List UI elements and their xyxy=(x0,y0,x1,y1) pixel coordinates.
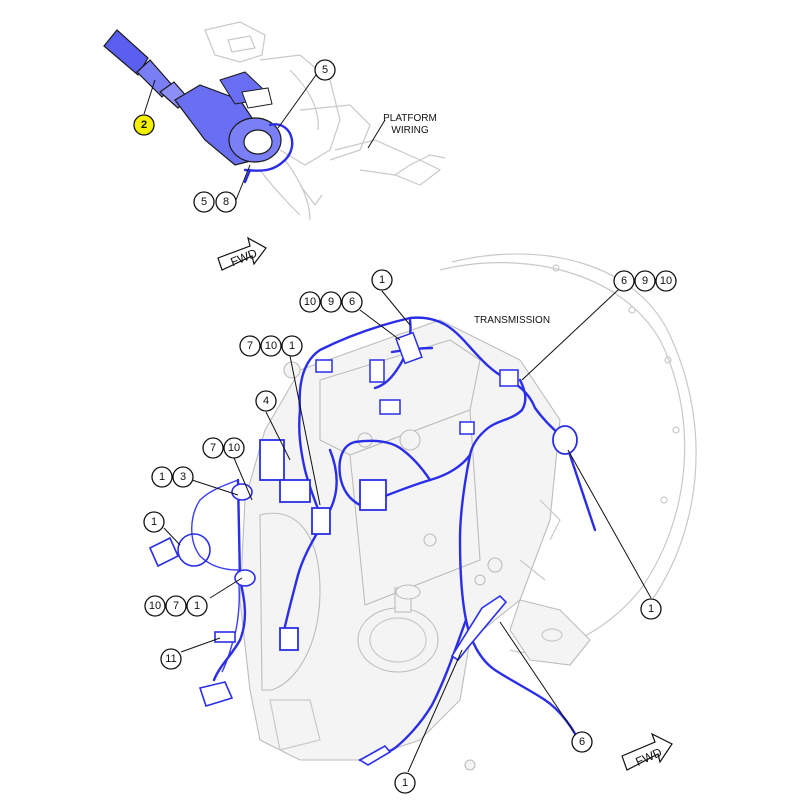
svg-text:PLATFORM: PLATFORM xyxy=(383,113,437,124)
svg-text:1: 1 xyxy=(159,471,165,483)
svg-text:9: 9 xyxy=(328,296,334,308)
svg-text:1: 1 xyxy=(194,600,200,612)
svg-text:6: 6 xyxy=(349,296,355,308)
svg-text:10: 10 xyxy=(660,275,672,287)
svg-text:11: 11 xyxy=(165,653,176,665)
svg-text:1: 1 xyxy=(402,777,408,789)
callout-10-7-1-group[interactable]: 10 7 1 xyxy=(144,577,243,617)
svg-text:6: 6 xyxy=(621,275,627,287)
svg-text:4: 4 xyxy=(263,395,269,407)
callout-1-top-transmission[interactable]: 1 xyxy=(371,269,411,326)
harness-connectors xyxy=(148,331,578,766)
svg-text:3: 3 xyxy=(180,471,186,483)
callout-2[interactable]: 2 xyxy=(133,79,156,136)
svg-text:10: 10 xyxy=(149,600,161,612)
svg-text:7: 7 xyxy=(210,442,216,454)
svg-text:7: 7 xyxy=(173,600,179,612)
callout-7-10-group[interactable]: 7 10 xyxy=(202,437,253,501)
callout-7-10-1-group[interactable]: 7 10 1 xyxy=(239,335,321,506)
fwd-arrow-top: FWD xyxy=(217,236,267,271)
callout-5-8-group[interactable]: 5 8 xyxy=(193,164,251,213)
svg-text:FWD: FWD xyxy=(228,246,259,269)
callout-11[interactable]: 11 xyxy=(160,637,221,670)
transmission-label: TRANSMISSION xyxy=(474,315,550,326)
svg-text:TRANSMISSION: TRANSMISSION xyxy=(474,315,550,326)
svg-text:10: 10 xyxy=(265,340,277,352)
transmission-body-ghost xyxy=(239,319,591,771)
callout-1-bottom[interactable]: 1 xyxy=(394,649,463,794)
svg-text:2: 2 xyxy=(141,119,147,131)
svg-text:6: 6 xyxy=(579,736,585,748)
svg-text:8: 8 xyxy=(223,196,229,208)
callout-1-left[interactable]: 1 xyxy=(143,511,181,546)
callout-5-top[interactable]: 5 xyxy=(277,59,336,129)
svg-text:1: 1 xyxy=(289,340,295,352)
callout-4[interactable]: 4 xyxy=(255,390,291,461)
fwd-arrow-bottom: FWD xyxy=(621,732,673,771)
svg-text:9: 9 xyxy=(642,275,648,287)
svg-text:1: 1 xyxy=(379,274,385,286)
svg-text:5: 5 xyxy=(201,196,207,208)
svg-text:10: 10 xyxy=(304,296,316,308)
top-assembly-ghost xyxy=(204,21,446,221)
svg-text:WIRING: WIRING xyxy=(391,125,428,136)
control-lever xyxy=(103,29,294,184)
callout-1-3-group[interactable]: 1 3 xyxy=(151,466,239,496)
callout-6-9-10-group[interactable]: 6 9 10 xyxy=(521,270,677,381)
callout-6-bottom[interactable]: 6 xyxy=(499,621,593,753)
svg-text:5: 5 xyxy=(322,64,328,76)
svg-text:7: 7 xyxy=(247,340,253,352)
svg-text:1: 1 xyxy=(151,516,157,528)
platform-wiring-label: PLATFORM WIRING xyxy=(367,113,437,149)
svg-text:1: 1 xyxy=(648,603,654,615)
callout-1-right[interactable]: 1 xyxy=(567,449,662,620)
callout-10-9-6-group[interactable]: 10 9 6 xyxy=(299,291,401,341)
svg-text:10: 10 xyxy=(228,442,240,454)
